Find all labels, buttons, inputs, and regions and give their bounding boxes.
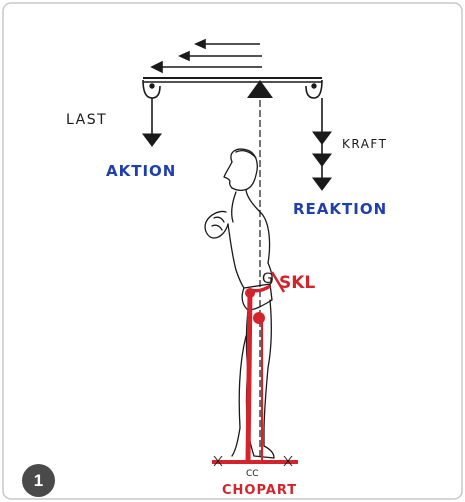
hip-joint-marker <box>245 288 255 298</box>
cc-label: CC <box>246 469 259 479</box>
figure-number-badge: 1 <box>22 464 55 497</box>
reaktion-label: REAKTION <box>293 200 387 218</box>
last-label: LAST <box>66 112 107 128</box>
figure-number: 1 <box>34 471 43 491</box>
g-label: G <box>262 271 273 287</box>
chopart-label: CHOPART <box>222 483 297 498</box>
aktion-label: AKTION <box>106 162 176 180</box>
skl-label: SKL <box>279 273 315 293</box>
kraft-label: KRAFT <box>342 137 387 151</box>
knee-joint-marker <box>253 312 265 324</box>
